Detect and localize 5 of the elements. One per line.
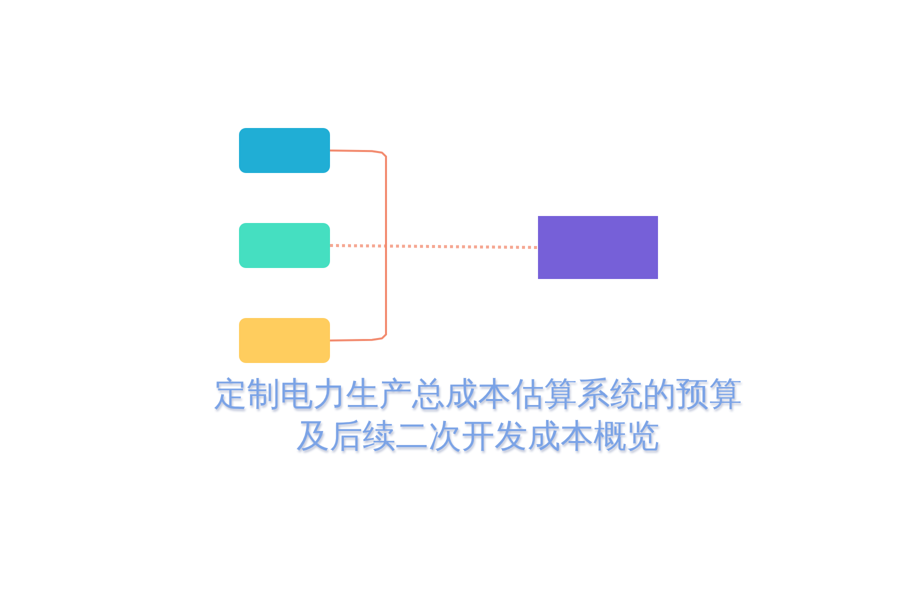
rounded-block bbox=[239, 128, 330, 173]
diagram-title: 定制电力生产总成本估算系统的预算及后续二次开发成本概览 bbox=[213, 373, 743, 457]
rounded-block bbox=[239, 318, 330, 363]
rectangle-block bbox=[538, 216, 658, 279]
rounded-block bbox=[239, 223, 330, 268]
